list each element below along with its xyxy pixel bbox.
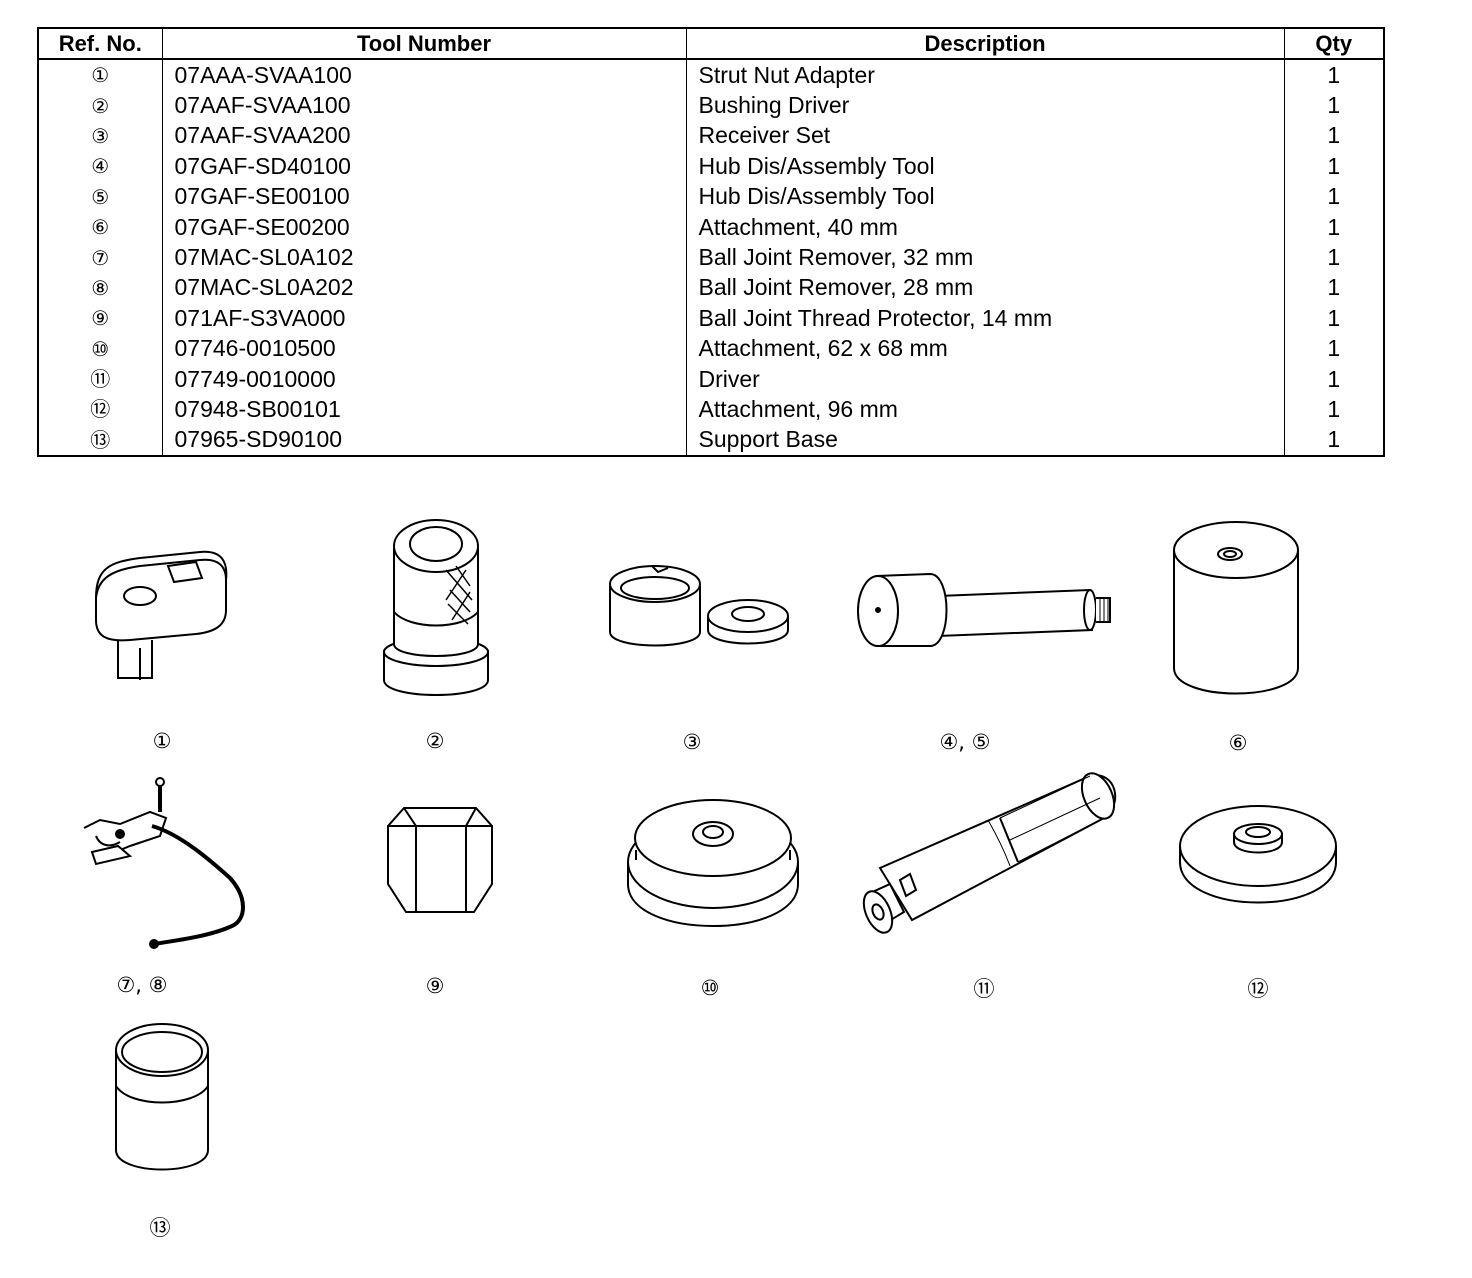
bushing-driver-drawing: [383, 519, 489, 696]
tool-number-cell: 07GAF-SD40100: [161, 151, 687, 182]
tool-number-cell: 07965-SD90100: [161, 424, 687, 457]
header-ref-no: Ref. No.: [37, 27, 163, 60]
description-cell: Attachment, 96 mm: [685, 394, 1285, 425]
qty-cell: 1: [1283, 90, 1385, 121]
illustration-label-10: ⑩: [700, 976, 720, 1000]
illustration-label-1: ①: [152, 729, 172, 753]
qty-cell: 1: [1283, 333, 1385, 364]
description-cell: Hub Dis/Assembly Tool: [685, 181, 1285, 212]
header-tool-number: Tool Number: [161, 27, 687, 60]
illustration-label-2: ②: [425, 729, 445, 753]
ref-no-cell: ①: [37, 59, 163, 91]
qty-cell: 1: [1283, 394, 1385, 425]
thread-protector-drawing: [387, 807, 493, 913]
tool-number-cell: 07746-0010500: [161, 333, 687, 364]
receiver-set-drawing: [609, 565, 789, 647]
ref-no-cell: ②: [37, 90, 163, 121]
qty-cell: 1: [1283, 363, 1385, 395]
description-cell: Receiver Set: [685, 120, 1285, 152]
qty-cell: 1: [1283, 211, 1385, 243]
tool-number-cell: 07AAF-SVAA200: [161, 120, 687, 152]
illustration-label-7-8: ⑦, ⑧: [116, 973, 168, 997]
illustration-label-11: ⑪: [973, 977, 995, 1001]
qty-cell: 1: [1283, 242, 1385, 273]
ref-no-cell: ⑬: [37, 424, 163, 457]
header-qty: Qty: [1283, 27, 1385, 60]
ref-no-cell: ⑩: [37, 333, 163, 364]
tool-number-cell: 07MAC-SL0A202: [161, 272, 687, 304]
support-base-drawing: [115, 1023, 209, 1171]
qty-cell: 1: [1283, 272, 1385, 304]
illustration-label-4-5: ④, ⑤: [939, 730, 991, 754]
illustration-label-9: ⑨: [425, 974, 445, 998]
ball-joint-remover-drawing: [83, 777, 245, 949]
strut-nut-adapter-drawing: [95, 550, 228, 680]
qty-cell: 1: [1283, 120, 1385, 152]
illustration-label-12: ⑫: [1247, 977, 1269, 1001]
attachment-62x68-drawing: [627, 799, 799, 927]
description-cell: Ball Joint Remover, 28 mm: [685, 272, 1285, 304]
qty-cell: 1: [1283, 303, 1385, 334]
description-cell: Support Base: [685, 424, 1285, 457]
ref-no-cell: ⑫: [37, 394, 163, 425]
description-cell: Attachment, 62 x 68 mm: [685, 333, 1285, 364]
ref-no-cell: ⑪: [37, 363, 163, 395]
tool-number-cell: 07GAF-SE00100: [161, 181, 687, 212]
description-cell: Strut Nut Adapter: [685, 59, 1285, 91]
tool-number-cell: 07MAC-SL0A102: [161, 242, 687, 273]
qty-cell: 1: [1283, 181, 1385, 212]
qty-cell: 1: [1283, 59, 1385, 91]
attachment-40mm-drawing: [1173, 521, 1299, 695]
ref-no-cell: ⑧: [37, 272, 163, 304]
header-description: Description: [685, 27, 1285, 60]
ref-no-cell: ⑥: [37, 211, 163, 243]
attachment-96mm-drawing: [1179, 805, 1337, 904]
description-cell: Attachment, 40 mm: [685, 211, 1285, 243]
description-cell: Bushing Driver: [685, 90, 1285, 121]
description-cell: Ball Joint Remover, 32 mm: [685, 242, 1285, 273]
description-cell: Ball Joint Thread Protector, 14 mm: [685, 303, 1285, 334]
ref-no-cell: ⑤: [37, 181, 163, 212]
qty-cell: 1: [1283, 151, 1385, 182]
tool-number-cell: 07GAF-SE00200: [161, 211, 687, 243]
hub-tool-drawing: [857, 572, 1111, 647]
driver-drawing: [862, 772, 1117, 934]
illustration-label-6: ⑥: [1228, 731, 1248, 755]
description-cell: Hub Dis/Assembly Tool: [685, 151, 1285, 182]
tool-number-cell: 07948-SB00101: [161, 394, 687, 425]
qty-cell: 1: [1283, 424, 1385, 457]
ref-no-cell: ③: [37, 120, 163, 152]
tool-number-cell: 07749-0010000: [161, 363, 687, 395]
tool-number-cell: 07AAF-SVAA100: [161, 90, 687, 121]
ref-no-cell: ⑦: [37, 242, 163, 273]
tool-number-cell: 07AAA-SVAA100: [161, 59, 687, 91]
ref-no-cell: ⑨: [37, 303, 163, 334]
table-header-row: Ref. No. Tool Number Description Qty: [37, 27, 1385, 60]
tool-number-cell: 071AF-S3VA000: [161, 303, 687, 334]
description-cell: Driver: [685, 363, 1285, 395]
illustration-label-13: ⑬: [149, 1216, 171, 1240]
illustration-label-3: ③: [682, 730, 702, 754]
